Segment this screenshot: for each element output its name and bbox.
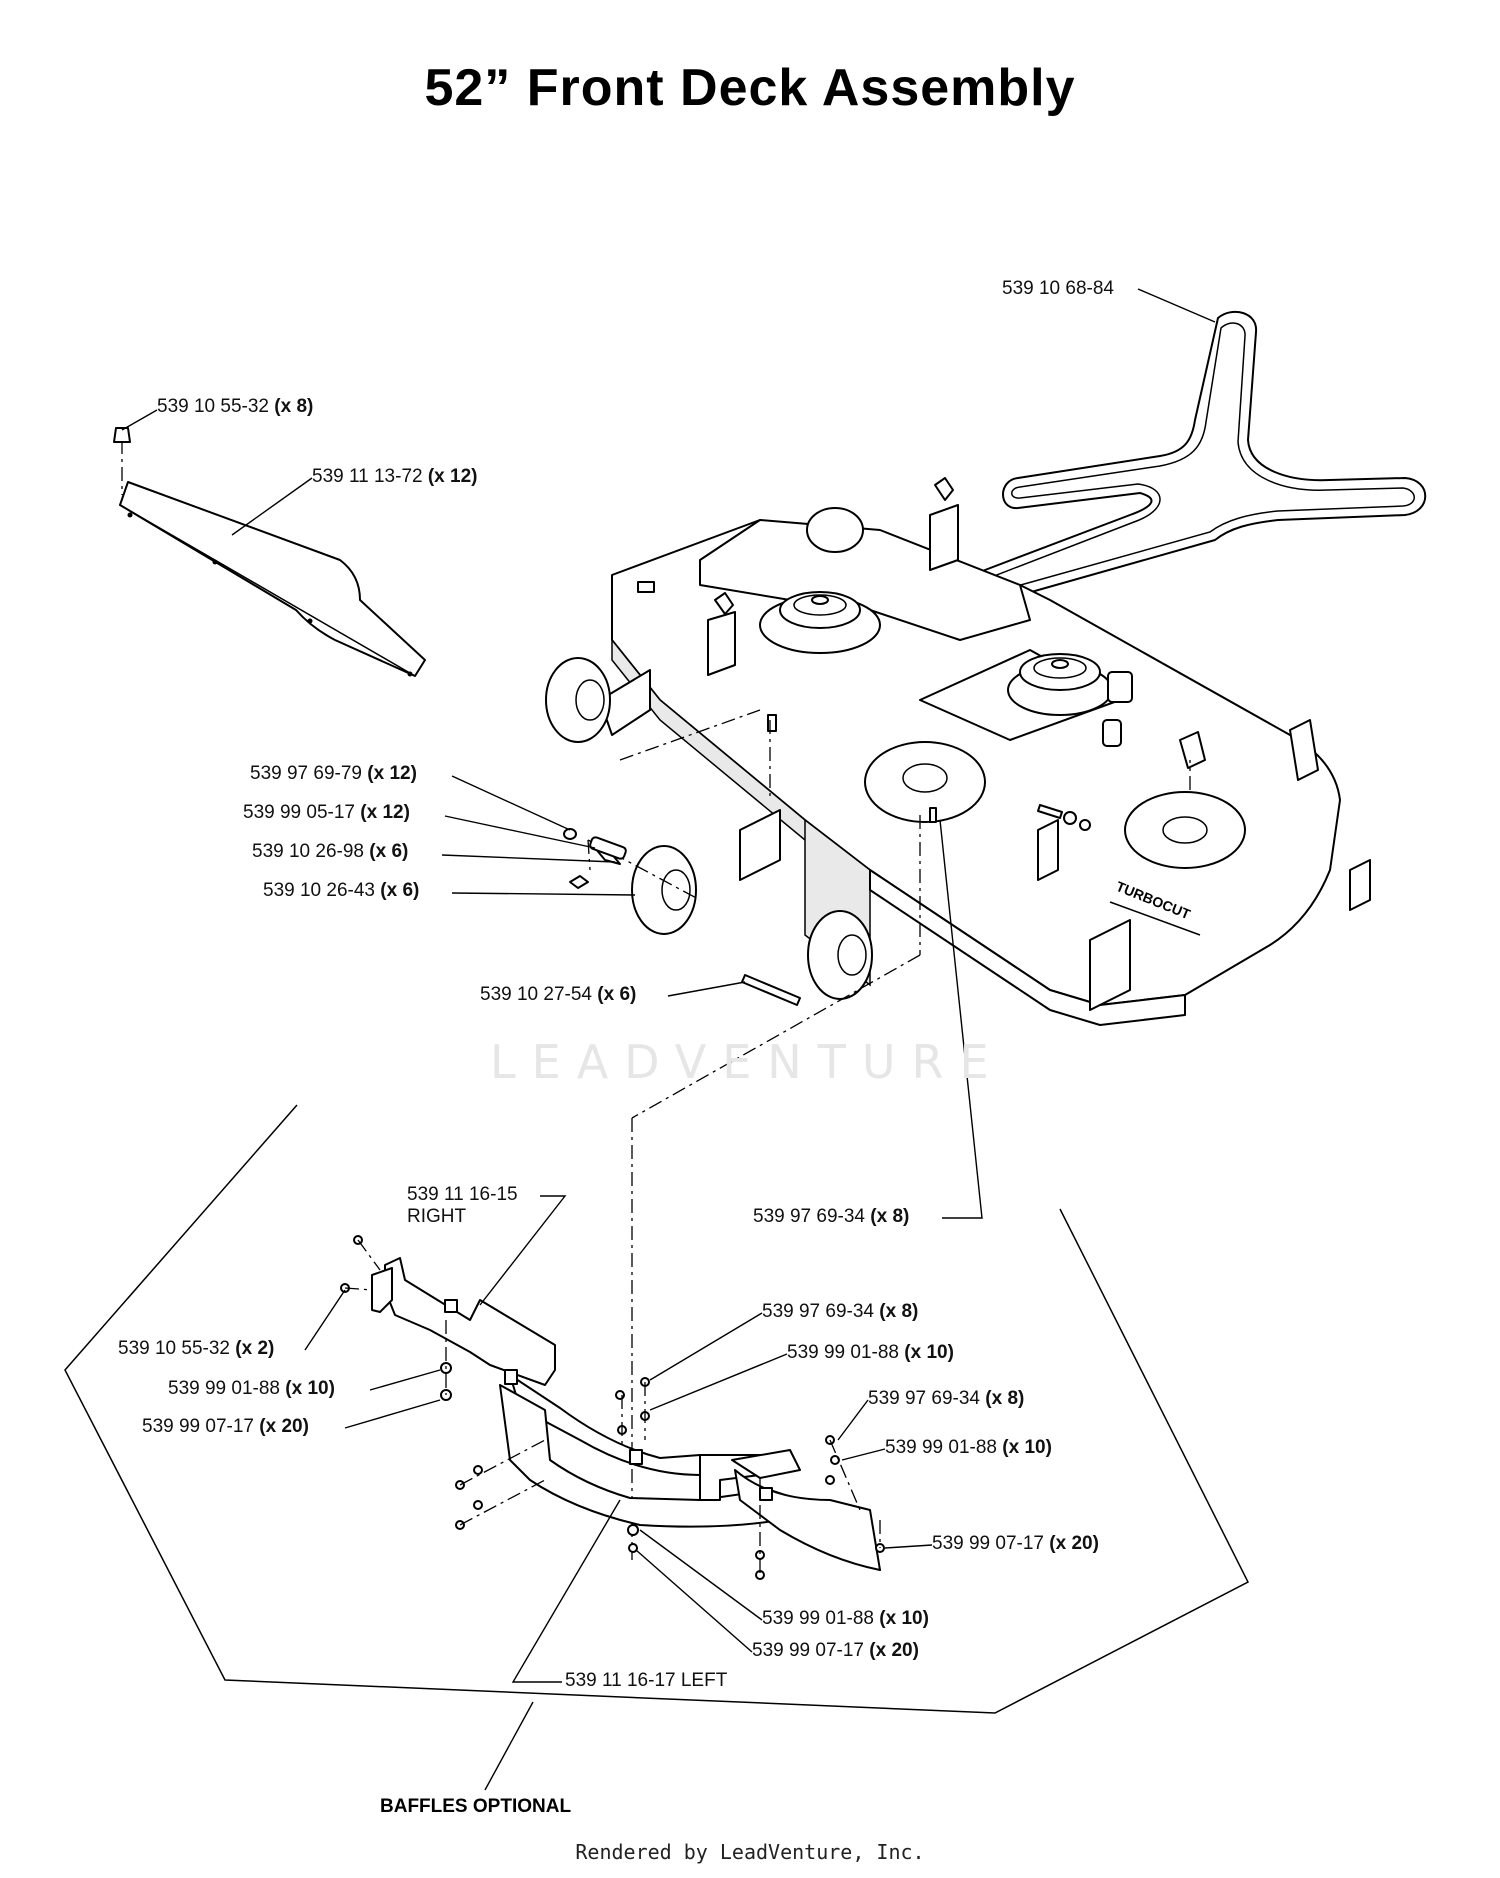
part-label: 539 99 07-17 (x 20)	[142, 1416, 309, 1437]
part-label: 539 99 07-17 (x 20)	[932, 1533, 1099, 1554]
part-label: 539 99 01-88 (x 10)	[787, 1342, 954, 1363]
deck-baffle-strip	[113, 427, 426, 677]
footer-credit: Rendered by LeadVenture, Inc.	[575, 1840, 925, 1864]
part-label: 539 99 01-88 (x 10)	[762, 1608, 929, 1629]
part-label: 539 97 69-34 (x 8)	[762, 1301, 919, 1322]
part-label: 539 99 07-17 (x 20)	[752, 1640, 919, 1661]
part-label: 539 97 69-79 (x 12)	[250, 763, 417, 784]
watermark: LEADVENTURE	[490, 1035, 1005, 1089]
part-label: 539 11 13-72 (x 12)	[312, 466, 478, 487]
part-label: 539 10 26-98 (x 6)	[252, 841, 409, 862]
part-label: 539 99 05-17 (x 12)	[243, 802, 410, 823]
part-label: 539 10 68-84	[1002, 278, 1114, 299]
part-label: 539 10 55-32 (x 8)	[157, 396, 314, 417]
part-label: 539 10 26-43 (x 6)	[263, 880, 420, 901]
baffles-optional-note: BAFFLES OPTIONAL	[380, 1796, 572, 1817]
part-label: 539 99 01-88 (x 10)	[168, 1378, 335, 1399]
part-label: 539 10 27-54 (x 6)	[480, 984, 637, 1005]
page-title: 52” Front Deck Assembly	[424, 59, 1076, 117]
part-label: 539 97 69-34 (x 8)	[868, 1388, 1025, 1409]
baffle-region-outline	[64, 1104, 1250, 1714]
caster-hardware	[563, 828, 627, 860]
part-label: 539 10 55-32 (x 2)	[118, 1338, 275, 1359]
part-label: 539 99 01-88 (x 10)	[885, 1437, 1052, 1458]
part-label: 539 11 16-17 LEFT	[565, 1670, 728, 1691]
mower-deck: TURBOCUT	[545, 477, 1371, 1027]
drive-belt	[970, 310, 1427, 602]
leader-lines	[121, 288, 1216, 1791]
part-label: 539 97 69-34 (x 8)	[753, 1206, 910, 1227]
baffle-assembly	[340, 1235, 885, 1580]
